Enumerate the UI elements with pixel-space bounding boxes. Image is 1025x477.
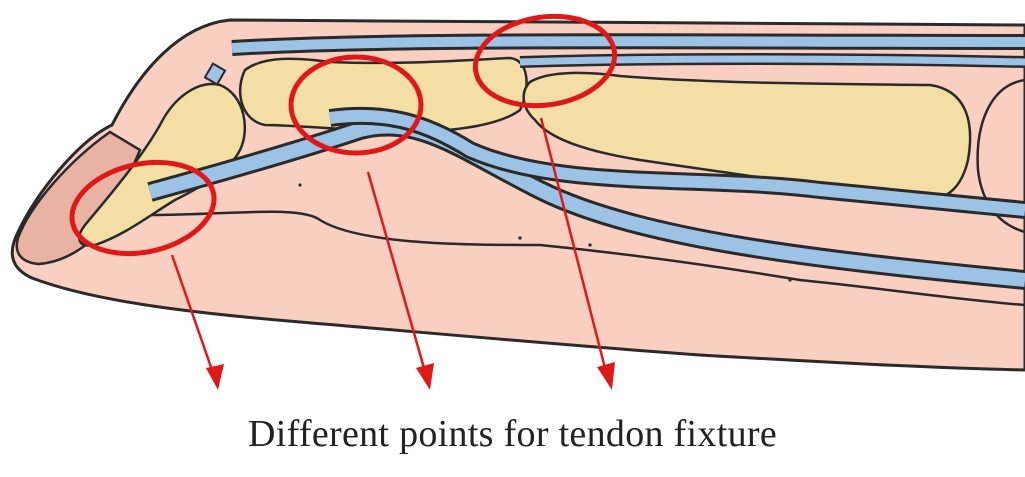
fixation-point-distal — [69, 159, 217, 257]
skin-mark — [588, 243, 592, 247]
skin-mark — [298, 183, 302, 187]
finger-pad-crease — [149, 210, 1025, 307]
skin-mark — [788, 278, 792, 282]
fixation-point-middle — [288, 54, 424, 156]
skin-mark — [518, 236, 522, 240]
arrow-proximal-shaft — [539, 117, 607, 369]
arrow-middle-shaft — [366, 171, 426, 369]
extensor-insertion-tab — [203, 62, 227, 86]
diagram-caption: Different points for tendon fixture — [248, 413, 777, 455]
arrow-distal-shaft — [170, 254, 214, 371]
proximal-phalanx-bone — [522, 71, 972, 203]
arrow-distal-head — [206, 364, 224, 390]
arrow-proximal-head — [597, 362, 615, 390]
arrow-middle-head — [416, 363, 434, 390]
fixation-point-proximal — [472, 13, 618, 109]
metacarpal-head-bone — [976, 78, 1025, 234]
